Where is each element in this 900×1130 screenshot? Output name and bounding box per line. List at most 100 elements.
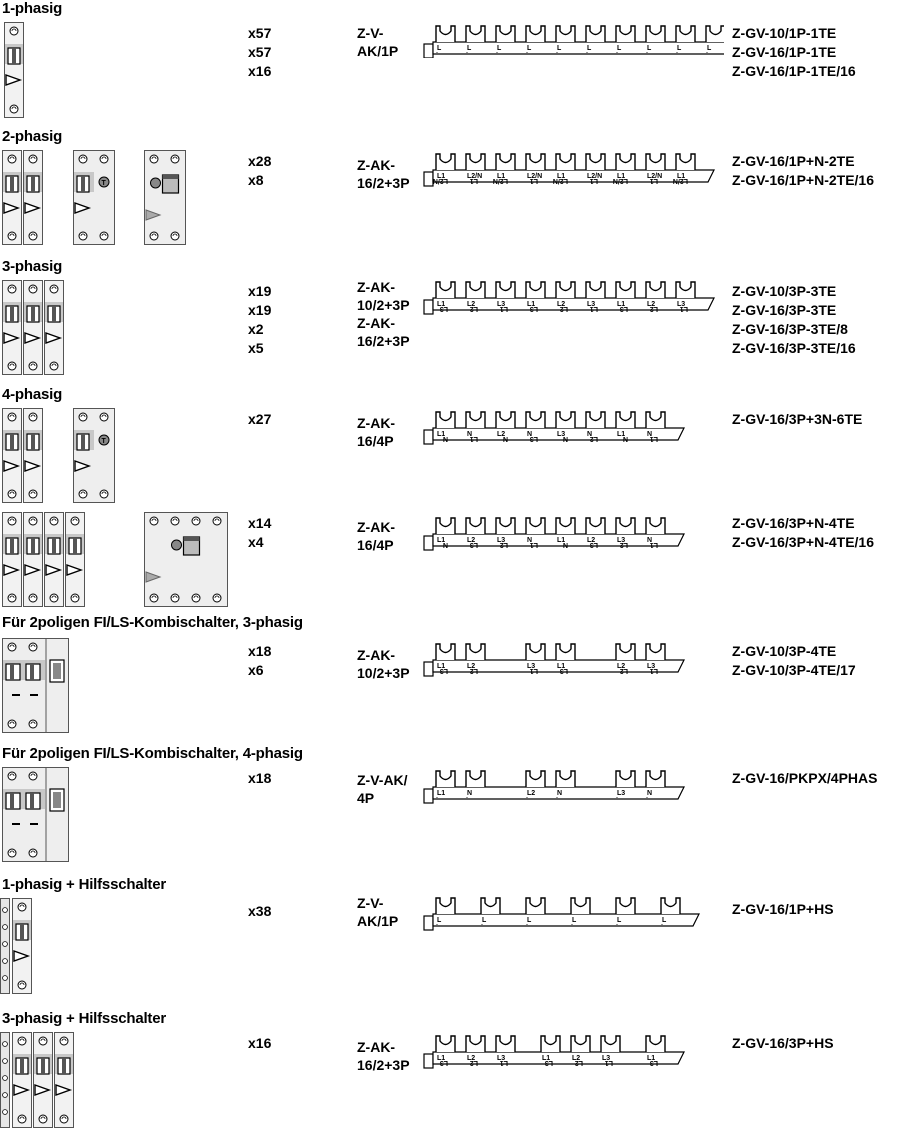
phase-label: L3	[497, 1055, 505, 1062]
phase-label: L2	[467, 1055, 475, 1062]
device-pole	[2, 280, 22, 375]
test-button	[171, 539, 182, 551]
screw-slot	[172, 156, 178, 160]
busbar-body	[432, 659, 685, 673]
quantity-list: x19 x19 x2 x5	[248, 282, 271, 358]
phase-label-inverted: L3	[590, 541, 598, 548]
busbar-type-line: Z-AK-	[357, 315, 396, 331]
lever-slot	[10, 306, 14, 322]
quantity-list: x18 x6	[248, 642, 271, 680]
busbar-prong	[555, 281, 576, 298]
quantity: x27	[248, 411, 272, 427]
screw-icon	[70, 593, 80, 603]
screw-icon	[17, 980, 27, 990]
phase-label-inverted: L1	[470, 177, 478, 184]
device-body	[73, 408, 115, 503]
busbar-type: Z-AK- 10/2+3P Z-AK- 16/2+3P	[357, 278, 410, 350]
phase-label: L	[572, 917, 577, 924]
screw-slot	[9, 518, 15, 522]
phase-label-inverted: L1	[470, 435, 478, 442]
phase-label: L	[437, 45, 442, 52]
miniature-circuit-breaker-icon	[2, 150, 43, 245]
screw-slot	[151, 518, 157, 522]
phase-label: L	[617, 917, 622, 924]
article-number-list: Z-GV-16/3P+N-4TE Z-GV-16/3P+N-4TE/16	[732, 514, 874, 552]
phase-label: L	[647, 45, 652, 52]
test-button-label: T	[102, 438, 107, 445]
screw-icon	[28, 771, 38, 781]
screw-icon	[9, 104, 19, 114]
quantity: x38	[248, 903, 272, 919]
screw-icon	[7, 719, 17, 729]
phase-label-inverted: L1	[590, 305, 598, 312]
screw-icon	[28, 516, 38, 526]
screw-slot	[30, 286, 36, 290]
screw-icon	[149, 154, 159, 164]
screw-slot	[101, 414, 107, 418]
screw-icon	[28, 154, 38, 164]
article-number-list: Z-GV-10/1P-1TE Z-GV-16/1P-1TE Z-GV-16/1P…	[732, 24, 856, 81]
test-button	[98, 176, 110, 188]
device-pole	[44, 512, 64, 607]
article-number: Z-GV-16/3P-3TE/8	[732, 321, 848, 337]
screw-icon	[7, 516, 17, 526]
busbar-type: Z-V- AK/1P	[357, 894, 398, 930]
trip-indicator	[74, 460, 92, 472]
aux-terminal	[2, 1075, 8, 1081]
article-number: Z-GV-16/1P-1TE	[732, 44, 837, 60]
phase-label: L	[437, 917, 442, 924]
lever-slot	[10, 176, 14, 192]
phase-label: L2	[527, 790, 535, 797]
busbar-prong	[495, 153, 516, 170]
screw-slot	[9, 233, 15, 237]
screw-icon	[78, 412, 88, 422]
screw-slot	[9, 156, 15, 160]
busbar-prong	[675, 25, 696, 42]
phase-label-inverted: L1	[530, 177, 538, 184]
quantity-list: x27	[248, 410, 271, 429]
phase-label-inverted: L2	[620, 541, 628, 548]
screw-slot	[40, 1116, 46, 1120]
busbar-prong	[495, 1035, 516, 1052]
phase-label: L1	[557, 537, 565, 544]
quantity: x16	[248, 1035, 272, 1051]
screw-icon	[191, 593, 201, 603]
busbar-prong	[435, 643, 456, 660]
phase-label-inverted: L1	[500, 1059, 508, 1066]
screw-slot	[51, 518, 57, 522]
busbar-end-cap	[423, 43, 434, 58]
busbar-prong	[435, 411, 456, 428]
screw-icon	[78, 489, 88, 499]
busbar-type-line: Z-AK-	[357, 519, 396, 535]
screw-icon	[59, 1036, 69, 1046]
busbar-prong	[570, 1035, 591, 1052]
phase-label: L	[557, 45, 562, 52]
busbar-type: Z-AK- 16/2+3P	[357, 1038, 410, 1074]
screw-slot	[80, 491, 86, 495]
screw-slot	[9, 850, 15, 854]
miniature-circuit-breaker-icon	[0, 898, 32, 994]
quantity: x18	[248, 643, 272, 659]
trip-indicator	[13, 1084, 31, 1096]
article-number-list: Z-GV-10/3P-4TE Z-GV-10/3P-4TE/17	[732, 642, 856, 680]
screw-slot	[30, 721, 36, 725]
miniature-circuit-breaker-icon	[2, 280, 64, 375]
device-pole	[12, 898, 32, 994]
busbar-prong	[435, 517, 456, 534]
screw-slot	[9, 773, 15, 777]
screw-icon	[170, 593, 180, 603]
article-number: Z-GV-16/1P+N-2TE	[732, 153, 855, 169]
screw-slot	[61, 1116, 67, 1120]
phase-label: L	[662, 917, 667, 924]
quantity: x16	[248, 63, 272, 79]
lever-slot	[20, 924, 24, 940]
screw-slot	[19, 1116, 25, 1120]
phase-label-inverted: L2	[470, 305, 478, 312]
trip-indicator	[45, 332, 63, 344]
article-number-list: Z-GV-16/1P+N-2TE Z-GV-16/1P+N-2TE/16	[732, 152, 874, 190]
phase-label-inverted: L1	[500, 305, 508, 312]
screw-slot	[80, 156, 86, 160]
busbar-prong	[465, 643, 486, 660]
